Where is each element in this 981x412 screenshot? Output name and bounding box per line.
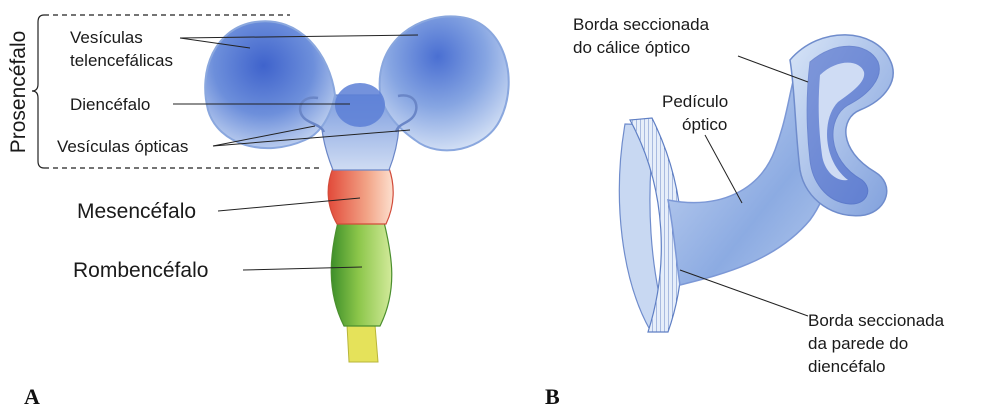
leader-borda-parede (680, 270, 808, 316)
label-borda-calice-line1: Borda seccionada (573, 15, 710, 34)
leader-pediculo (705, 135, 742, 203)
label-vesiculas-telencefalicas-line1: Vesículas (70, 28, 143, 47)
label-diencefalo: Diencéfalo (70, 95, 150, 114)
label-pediculo-line2: óptico (682, 115, 727, 134)
label-mesencefalo: Mesencéfalo (77, 200, 196, 223)
label-vesiculas-telencefalicas-line2: telencefálicas (70, 51, 173, 70)
left-telencephalic-vesicle (205, 21, 335, 148)
label-vesiculas-opticas: Vesículas ópticas (57, 137, 188, 156)
label-rombencefalo: Rombencéfalo (73, 259, 208, 282)
panel-letter-a: A (24, 384, 40, 409)
label-borda-calice-line2: do cálice óptico (573, 38, 690, 57)
label-borda-parede-line2: da parede do (808, 334, 908, 353)
label-borda-parede-line3: diencéfalo (808, 357, 886, 376)
label-prosencefalo: Prosencéfalo (7, 31, 30, 154)
label-pediculo-line1: Pedículo (662, 92, 728, 111)
spinal-cord (347, 325, 378, 362)
rhombencephalon (331, 222, 392, 326)
diencephalon-core (335, 83, 385, 127)
panel-a: Prosencéfalo Vesículas telencefálicas Di… (7, 15, 509, 409)
mesencephalon (328, 168, 393, 224)
prosencephalon-curly-brace (32, 15, 44, 168)
panel-letter-b: B (545, 384, 560, 409)
panel-b: Borda seccionada do cálice óptico Pedícu… (545, 15, 945, 409)
label-borda-parede-line1: Borda seccionada (808, 311, 945, 330)
